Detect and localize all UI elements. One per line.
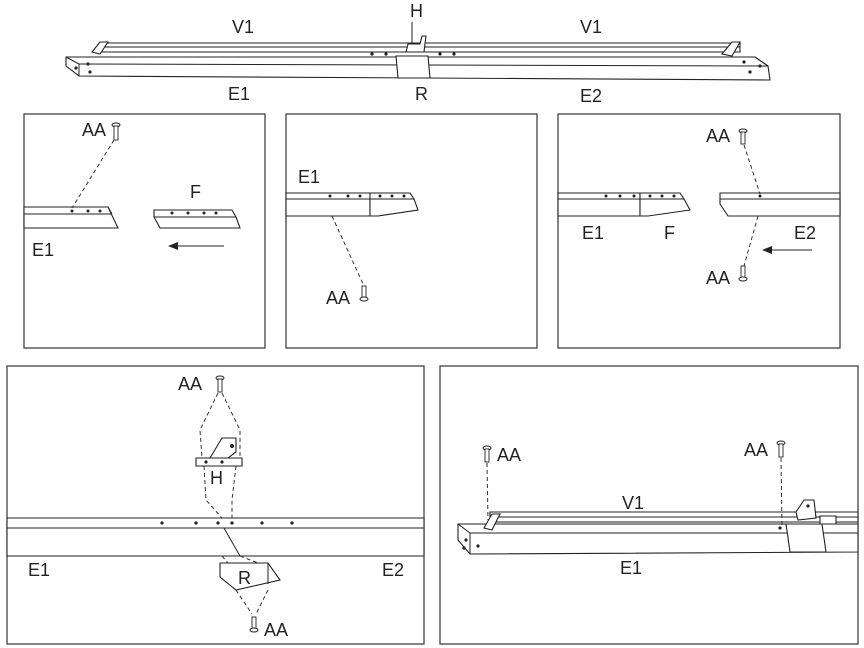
label-e2-p3: E2 (794, 223, 816, 243)
bolt-aa-icon (111, 122, 121, 141)
beam-e1 (557, 192, 641, 217)
bolt-aa-icon (249, 616, 259, 633)
bracket-h (195, 437, 243, 467)
bracket-h (405, 35, 427, 53)
overview-assembly: V1 V1 H E1 R E2 (65, 1, 771, 106)
panel-step-2: E1 AA (285, 113, 538, 349)
bolt-aa-icon (776, 440, 786, 458)
sleeve-r (395, 55, 431, 79)
label-aa-p2: AA (326, 288, 350, 308)
bolt-aa-icon (482, 445, 492, 463)
label-r-p4: R (238, 568, 251, 588)
insert-f (639, 192, 691, 217)
label-aa-p1: AA (82, 120, 106, 140)
label-aa-p4-bottom: AA (264, 620, 288, 640)
panel-step-4: AA H R E1 E2 AA (6, 365, 425, 645)
label-aa-p5-left: AA (497, 445, 521, 465)
bolt-aa-icon (738, 265, 748, 282)
bracket-h (795, 499, 817, 521)
label-e1-p4: E1 (28, 560, 50, 580)
label-h-top: H (410, 1, 423, 21)
label-e1-top: E1 (228, 84, 250, 104)
bolt-aa-icon (359, 285, 369, 302)
bolt-aa-icon (738, 128, 748, 145)
label-e1-p5: E1 (620, 558, 642, 578)
label-v1-right: V1 (580, 17, 602, 37)
insert-f (369, 192, 419, 217)
label-f-p1: F (190, 182, 201, 202)
label-h-p4: H (210, 468, 223, 488)
beam-e1 (23, 206, 119, 229)
insert-f (153, 209, 241, 229)
label-v1-left: V1 (232, 17, 254, 37)
label-aa-p3-top: AA (706, 126, 730, 146)
label-e2-top: E2 (580, 86, 602, 106)
panel-step-5: AA AA V1 E1 (439, 365, 859, 645)
beam-e1-e2 (6, 517, 425, 557)
sleeve-r (785, 523, 827, 553)
label-aa-p4-top: AA (178, 374, 202, 394)
label-aa-p5-right: AA (744, 440, 768, 460)
label-e1-p3: E1 (582, 223, 604, 243)
beam-e2 (719, 192, 841, 217)
sleeve-r (219, 562, 281, 591)
beam-e1 (285, 192, 371, 217)
label-e2-p4: E2 (382, 560, 404, 580)
label-e1-p1: E1 (32, 240, 54, 260)
panel-step-1: AA F E1 (23, 113, 266, 349)
panel-step-3: AA E1 F E2 AA (557, 113, 841, 349)
label-r-top: R (415, 84, 428, 104)
label-v1-p5: V1 (622, 493, 644, 513)
label-aa-p3-bottom: AA (706, 268, 730, 288)
bolt-aa-icon (215, 375, 225, 393)
label-f-p3: F (664, 223, 675, 243)
label-e1-p2: E1 (298, 167, 320, 187)
